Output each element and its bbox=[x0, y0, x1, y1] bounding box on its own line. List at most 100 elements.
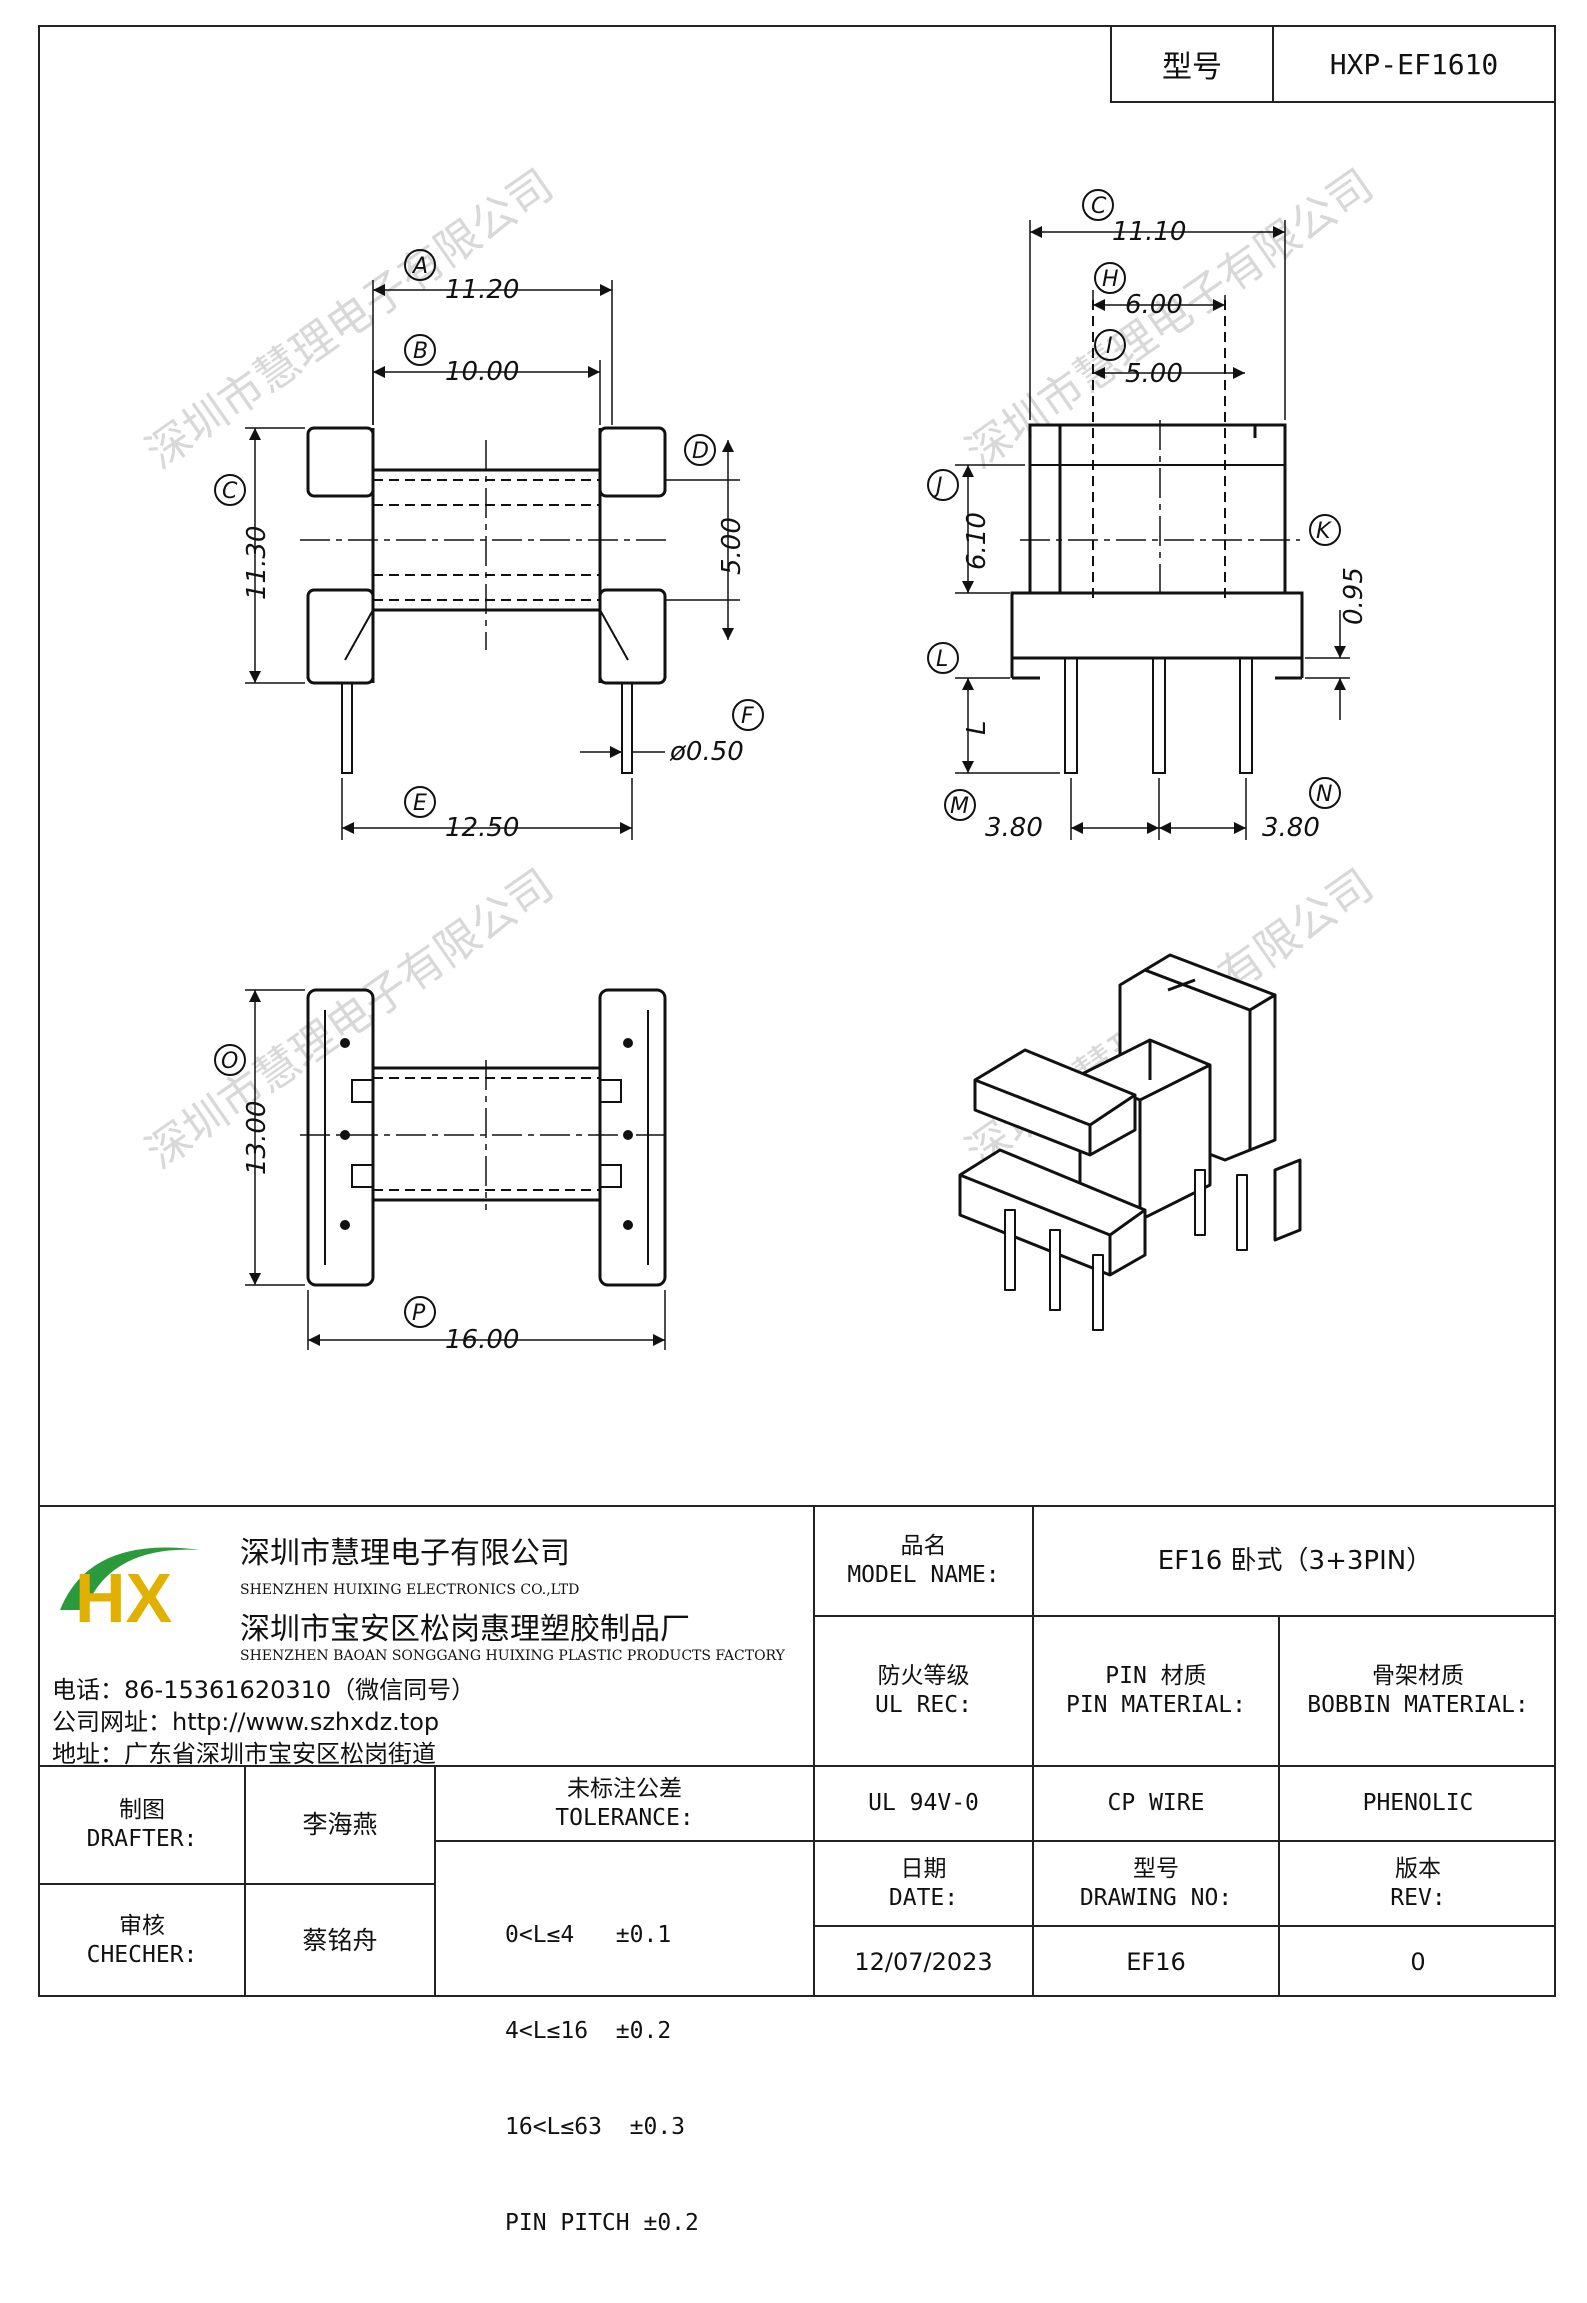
bottom-dim-p: 16.00 bbox=[445, 1325, 519, 1355]
front-right-flange-top bbox=[598, 426, 667, 498]
front-view-labels: A 11.20 B 10.00 C 11.30 D 5.00 E 12.50 F… bbox=[222, 254, 754, 843]
front-dim-b: 10.00 bbox=[445, 357, 519, 387]
logo-letters: HX bbox=[75, 1559, 173, 1637]
side-letter-i: I bbox=[1106, 334, 1113, 359]
side-dim-c: 11.10 bbox=[1112, 217, 1186, 247]
front-right-flange-bottom bbox=[598, 588, 667, 685]
bobbin-material-value: PHENOLIC bbox=[1362, 1790, 1474, 1817]
tolerance-item: 16<L≤63 ±0.3 bbox=[505, 2114, 686, 2140]
model-name-label: 品名 MODEL NAME: bbox=[815, 1507, 1032, 1615]
company-name-cn: 深圳市慧理电子有限公司 bbox=[240, 1536, 570, 1571]
side-dim-k: 0.95 bbox=[1339, 567, 1369, 625]
company-website: 公司网址：http://www.szhxdz.top bbox=[52, 1708, 440, 1736]
checker-label: 审核 CHECHER: bbox=[40, 1885, 244, 1997]
drawing-no-label-cn: 型号 bbox=[1133, 1855, 1179, 1882]
technical-drawing: 深圳市慧理电子有限公司 深圳市慧理电子有限公司 深圳市慧理电子有限公司 深圳市慧… bbox=[137, 160, 1383, 1355]
side-letter-c: C bbox=[1091, 194, 1107, 219]
front-view bbox=[214, 249, 764, 840]
side-dim-i: 5.00 bbox=[1125, 359, 1183, 389]
rev-label: 版本 REV: bbox=[1280, 1842, 1556, 1925]
model-label: 型号 bbox=[1112, 27, 1274, 101]
pin-material-label: PIN 材质 PIN MATERIAL: bbox=[1034, 1617, 1278, 1765]
bottom-left-flange bbox=[306, 988, 375, 1287]
side-dim-l: L bbox=[962, 721, 992, 736]
company-address: 地址：广东省深圳市宝安区松岗街道 bbox=[52, 1740, 436, 1768]
front-dim-e: 12.50 bbox=[445, 813, 519, 843]
tolerance-label: 未标注公差 TOLERANCE: bbox=[436, 1767, 813, 1840]
pin-label-en: PIN MATERIAL: bbox=[1065, 1692, 1246, 1718]
bottom-dim-o: 13.00 bbox=[242, 1101, 272, 1175]
tolerance-label-cn: 未标注公差 bbox=[567, 1775, 682, 1802]
front-letter-a: A bbox=[411, 254, 428, 279]
front-dim-a: 11.20 bbox=[445, 275, 519, 305]
checker-label-cn: 审核 bbox=[119, 1913, 165, 1940]
front-letter-d: D bbox=[692, 439, 709, 464]
bobbin-material-label: 骨架材质 BOBBIN MATERIAL: bbox=[1280, 1617, 1556, 1765]
drawing-no-label-en: DRAWING NO: bbox=[1079, 1884, 1233, 1911]
front-left-flange-bottom bbox=[306, 588, 375, 685]
checker-label-en: CHECHER: bbox=[86, 1942, 198, 1968]
rev-value: 0 bbox=[1410, 1948, 1426, 1976]
ul-label-cn: 防火等级 bbox=[877, 1663, 970, 1690]
model-name-label-cn: 品名 bbox=[900, 1533, 947, 1560]
front-letter-e: E bbox=[413, 791, 427, 816]
front-dim-f: ø0.50 bbox=[669, 737, 744, 767]
ul-label: 防火等级 UL REC: bbox=[815, 1617, 1032, 1765]
side-dim-m: 3.80 bbox=[985, 813, 1043, 843]
factory-name-cn: 深圳市宝安区松岗惠理塑胶制品厂 bbox=[240, 1612, 690, 1647]
company-logo: HX bbox=[60, 1547, 200, 1637]
drafter-label-cn: 制图 bbox=[119, 1797, 165, 1824]
bottom-letter-p: P bbox=[412, 1301, 426, 1326]
side-body bbox=[1028, 423, 1287, 595]
bottom-letter-o: O bbox=[221, 1049, 238, 1074]
tolerance-item: PIN PITCH ±0.2 bbox=[505, 2210, 699, 2236]
side-dim-j: 6.10 bbox=[962, 512, 992, 570]
side-dim-h: 6.00 bbox=[1125, 290, 1183, 320]
ul-label-en: UL REC: bbox=[875, 1692, 972, 1718]
bottom-view-labels: O 13.00 P 16.00 bbox=[221, 1049, 519, 1355]
isometric-view bbox=[958, 953, 1302, 1331]
date-label-cn: 日期 bbox=[900, 1855, 947, 1882]
bobbin-label-en: BOBBIN MATERIAL: bbox=[1307, 1692, 1529, 1718]
side-dim-n: 3.80 bbox=[1262, 813, 1320, 843]
front-dim-c: 11.30 bbox=[242, 526, 272, 600]
company-phone: 电话：86-15361620310（微信同号） bbox=[52, 1676, 476, 1704]
side-base bbox=[1010, 591, 1304, 660]
bottom-right-flange bbox=[598, 988, 667, 1287]
bottom-view bbox=[214, 988, 670, 1350]
drawing-frame bbox=[38, 25, 1556, 1997]
model-name-value: EF16 卧式（3+3PIN） bbox=[1157, 1545, 1433, 1576]
tolerance-list: 0<L≤4 ±0.1 4<L≤16 ±0.2 16<L≤63 ±0.3 PIN … bbox=[505, 1855, 805, 2303]
front-left-flange-top bbox=[306, 426, 375, 498]
tolerance-item: 4<L≤16 ±0.2 bbox=[505, 2018, 672, 2044]
front-letter-f: F bbox=[741, 704, 754, 729]
rev-label-en: REV: bbox=[1390, 1884, 1446, 1911]
pin-material-value: CP WIRE bbox=[1107, 1790, 1205, 1817]
drawing-no-value: EF16 bbox=[1126, 1948, 1186, 1976]
watermark-1: 深圳市慧理电子有限公司 bbox=[137, 160, 563, 479]
side-view-labels: C 11.10 H 6.00 I 5.00 J 6.10 K 0.95 L L … bbox=[932, 194, 1369, 843]
tolerance-label-en: TOLERANCE: bbox=[555, 1804, 694, 1831]
company-name-en: SHENZHEN HUIXING ELECTRONICS CO.,LTD bbox=[240, 1582, 580, 1598]
drafter-name: 李海燕 bbox=[302, 1810, 378, 1840]
bobbin-label-cn: 骨架材质 bbox=[1372, 1663, 1464, 1690]
pin-label-cn: PIN 材质 bbox=[1105, 1663, 1207, 1690]
tolerance-item: 0<L≤4 ±0.1 bbox=[505, 1922, 672, 1948]
side-letter-h: H bbox=[1102, 267, 1119, 292]
model-box: 型号 HXP-EF1610 bbox=[1110, 25, 1556, 103]
drafter-label: 制图 DRAFTER: bbox=[40, 1767, 244, 1883]
logo-swoosh bbox=[60, 1547, 200, 1610]
drawing-no-label: 型号 DRAWING NO: bbox=[1034, 1842, 1278, 1925]
date-value: 12/07/2023 bbox=[854, 1948, 993, 1976]
front-letter-b: B bbox=[413, 339, 428, 364]
drafter-label-en: DRAFTER: bbox=[86, 1826, 198, 1852]
date-label-en: DATE: bbox=[888, 1884, 959, 1911]
side-letter-l: L bbox=[936, 647, 948, 672]
side-letter-m: M bbox=[950, 794, 969, 819]
model-value: HXP-EF1610 bbox=[1329, 47, 1499, 81]
watermark-3: 深圳市慧理电子有限公司 bbox=[137, 860, 563, 1179]
side-letter-k: K bbox=[1316, 519, 1332, 544]
model-name-label-en: MODEL NAME: bbox=[847, 1562, 1000, 1588]
front-dim-d: 5.00 bbox=[717, 517, 747, 575]
date-label: 日期 DATE: bbox=[815, 1842, 1032, 1925]
